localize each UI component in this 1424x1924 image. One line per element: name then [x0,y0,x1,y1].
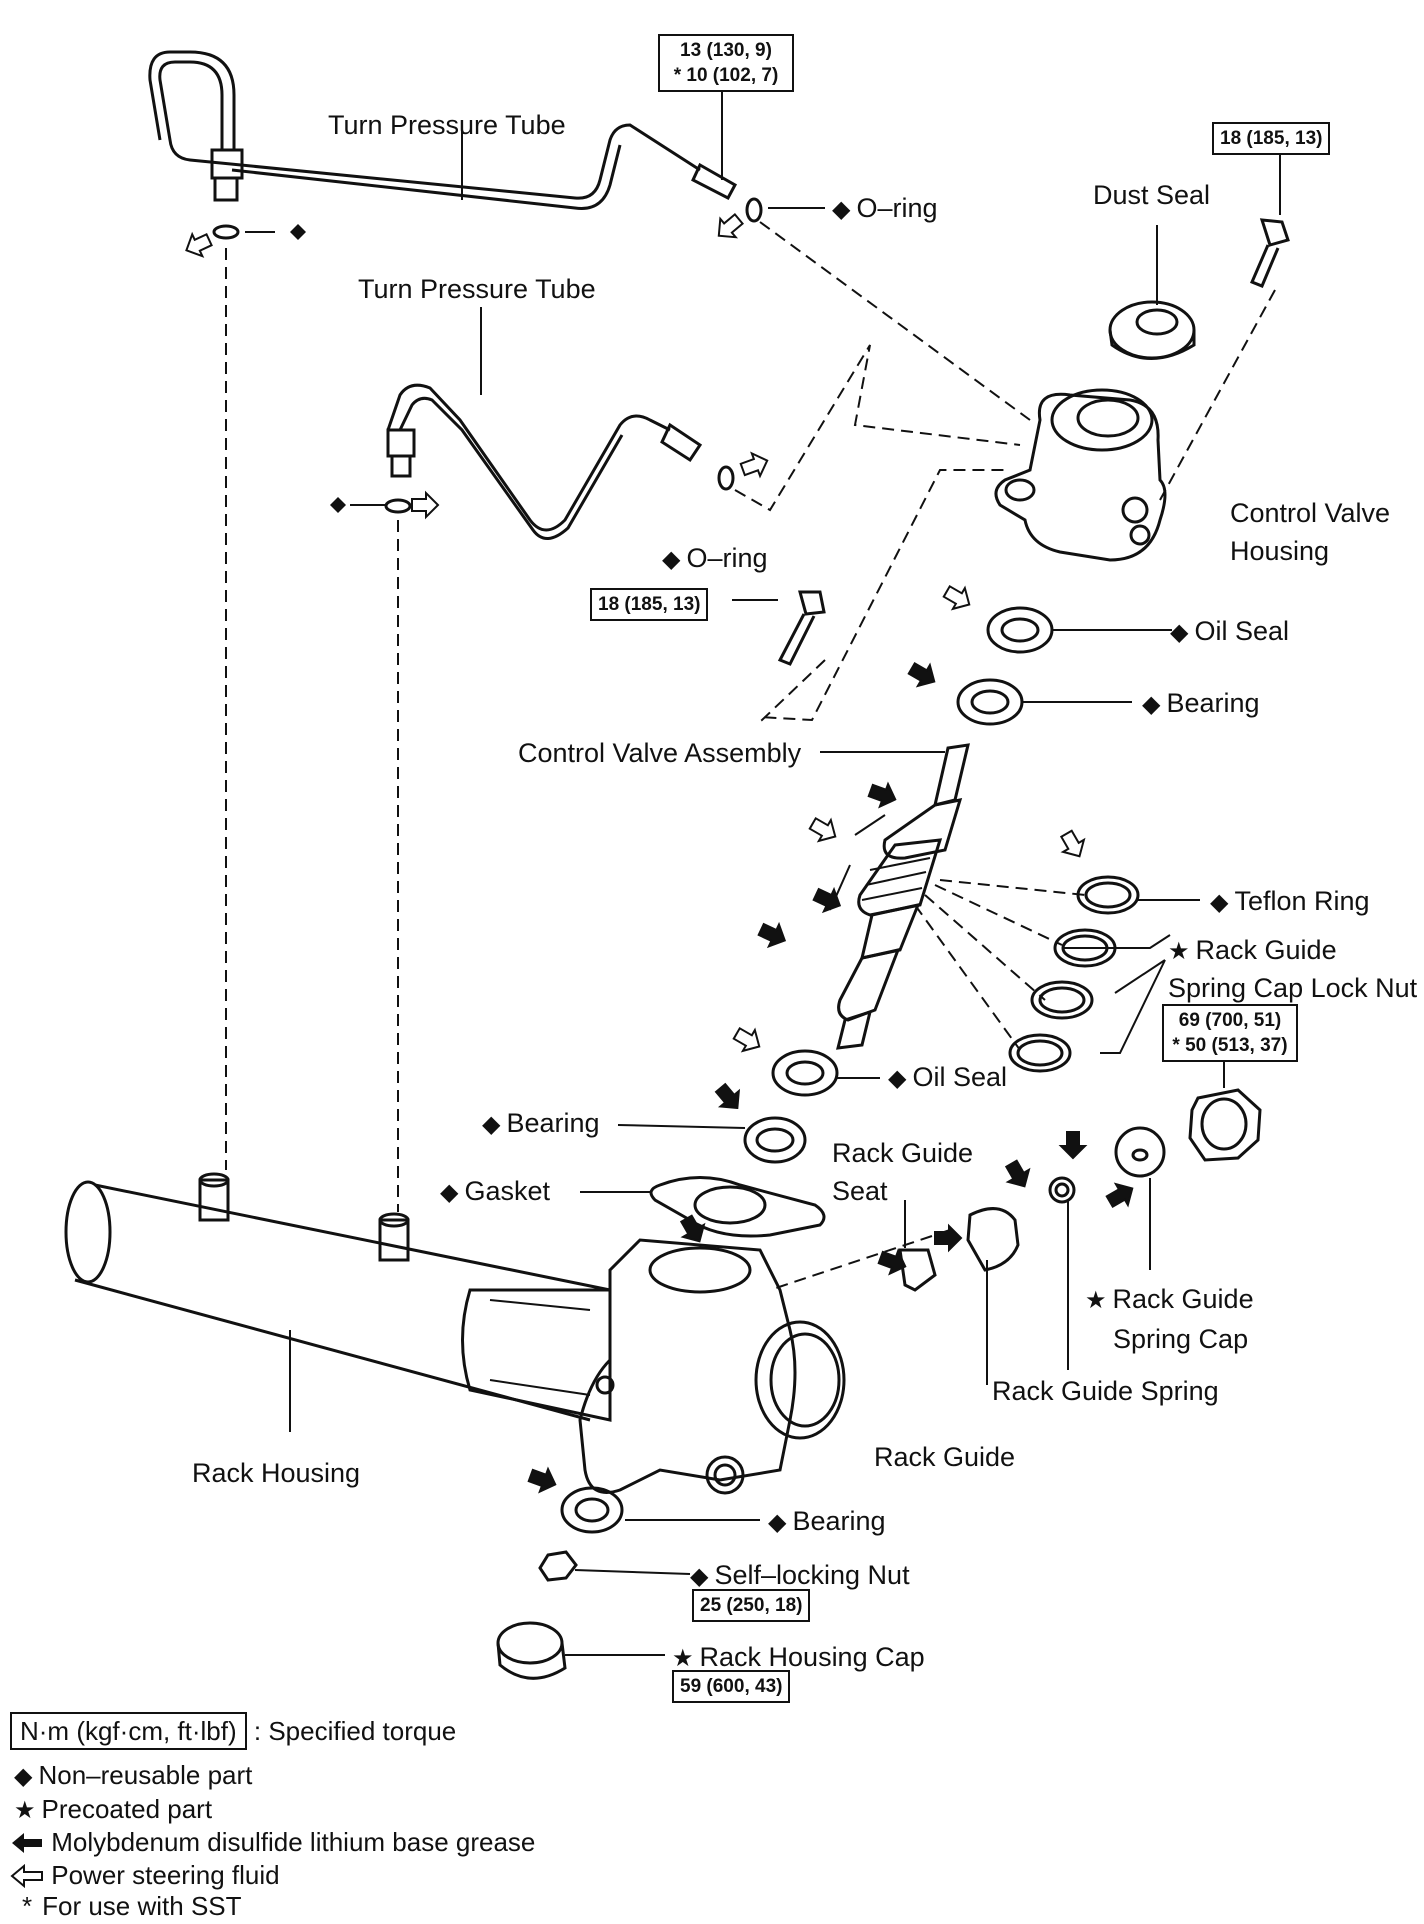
torque-box-middle-bolt: 18 (185, 13) [590,588,709,621]
label-line: Spring Cap [1113,1324,1249,1354]
label-text: Bearing [1166,688,1260,718]
bolt-middle [777,590,826,666]
rack-housing-cap [496,1621,567,1680]
turn-pressure-tube-lower [386,383,703,540]
non-reusable-marker: ◆ [768,1509,787,1536]
label-line: Housing [1230,536,1330,566]
non-reusable-marker: ◆ [1142,691,1161,718]
rack-guide-spring-cap [1114,1126,1166,1178]
label-self-locking-nut: ◆Self–locking Nut [690,1562,910,1589]
label-o-ring-lower: ◆O–ring [662,545,768,572]
label-rack-guide-spring-cap-lock-nut: ★Rack Guide Spring Cap Lock Nut [1168,932,1417,1007]
label-oil-seal-upper: ◆Oil Seal [1170,618,1289,645]
legend-text: Power steering fluid [51,1860,280,1890]
label-turn-pressure-tube-lower: Turn Pressure Tube [358,274,596,304]
label-text: Oil Seal [912,1062,1008,1092]
torque-box-self-locking-nut: 25 (250, 18) [692,1589,811,1622]
torque-value-sst: * 50 (513, 37) [1172,1035,1288,1056]
rack-guide [966,1207,1020,1272]
control-valve-housing [994,388,1167,562]
precoated-marker: ★ [1168,938,1190,965]
legend-precoated: ★Precoated part [14,1796,212,1823]
label-text: Bearing [792,1506,886,1536]
label-text: Rack Guide [1195,935,1337,965]
non-reusable-marker: ◆ [888,1065,907,1092]
label-text: Gasket [464,1176,551,1206]
rack-guide-spring [1048,1176,1076,1204]
legend-text: For use with SST [42,1891,242,1921]
turn-pressure-tube-upper [148,50,738,211]
legend-sst: * For use with SST [22,1893,242,1919]
label-bearing-lower: ◆Bearing [482,1110,600,1137]
rack-guide-seat [898,1248,937,1292]
label-dust-seal: Dust Seal [1093,180,1211,210]
label-o-ring-upper: ◆O–ring [832,195,938,222]
rack-guide-spring-cap-lock-nut [1188,1088,1262,1162]
legend-torque-unit: N·m (kgf·cm, ft·lbf) : Specified torque [10,1712,457,1750]
dust-seal [1108,300,1196,360]
label-line: Control Valve [1230,498,1391,528]
torque-box-upper-bolt: 18 (185, 13) [1212,122,1331,155]
label-rack-housing: Rack Housing [192,1458,361,1488]
torque-value: 69 (700, 51) [1178,1010,1282,1031]
label-text: Rack Guide [1112,1284,1254,1314]
unit-description: : Specified torque [253,1716,457,1746]
filled-arrow-icon [12,1833,42,1853]
legend-moly-grease: Molybdenum disulfide lithium base grease [10,1829,535,1855]
label-turn-pressure-tube-upper: Turn Pressure Tube [328,110,566,140]
label-text: O–ring [686,543,768,573]
legend-text: Precoated part [41,1794,213,1824]
label-oil-seal-lower: ◆Oil Seal [888,1064,1007,1091]
open-arrow-icon [10,1863,43,1889]
label-bearing-bottom: ◆Bearing [768,1508,886,1535]
star-icon: ★ [14,1797,36,1824]
label-text: Teflon Ring [1234,886,1370,916]
control-valve-assembly [836,743,970,1050]
label-text: Bearing [506,1108,600,1138]
label-rack-guide: Rack Guide [874,1442,1016,1472]
label-rack-guide-seat: Rack Guide Seat [832,1134,973,1210]
torque-box-lock-nut: 69 (700, 51) * 50 (513, 37) [1162,1004,1298,1062]
torque-box-tube-fitting: 13 (130, 9) * 10 (102, 7) [658,34,794,92]
legend-text: Non–reusable part [38,1760,253,1790]
label-bearing-upper: ◆Bearing [1142,690,1260,717]
precoated-marker: ★ [1085,1287,1107,1314]
label-rack-guide-spring-cap: ★Rack Guide Spring Cap [1085,1280,1254,1358]
torque-value-sst: * 10 (102, 7) [673,65,779,86]
label-text: Oil Seal [1194,616,1290,646]
label-gasket: ◆Gasket [440,1178,550,1205]
sst-marker: * [22,1891,33,1921]
non-reusable-marker: ◆ [662,546,681,573]
bolt-upper [1250,218,1290,288]
label-teflon-ring: ◆Teflon Ring [1210,888,1370,915]
label-rack-housing-cap: ★Rack Housing Cap [672,1644,925,1671]
non-reusable-marker: ◆ [440,1179,459,1206]
non-reusable-marker: ◆ [690,1563,709,1590]
label-line: Seat [832,1176,888,1206]
unit-box: N·m (kgf·cm, ft·lbf) [10,1712,247,1750]
gasket [649,1176,826,1238]
torque-box-rack-housing-cap: 59 (600, 43) [672,1670,791,1703]
torque-value: 13 (130, 9) [680,40,772,61]
legend-text: Molybdenum disulfide lithium base grease [51,1827,536,1857]
rack-housing [64,1172,846,1495]
label-rack-guide-spring: Rack Guide Spring [992,1376,1219,1406]
label-text: Rack Housing Cap [699,1642,925,1672]
label-line: Rack Guide [832,1138,974,1168]
diamond-icon: ◆ [14,1763,33,1790]
label-text: Self–locking Nut [714,1560,910,1590]
label-control-valve-assembly: Control Valve Assembly [518,738,802,768]
label-control-valve-housing: Control Valve Housing [1230,494,1390,570]
label-text: O–ring [856,193,938,223]
legend-non-reusable: ◆Non–reusable part [14,1762,252,1789]
non-reusable-marker: ◆ [1170,619,1189,646]
legend-ps-fluid: Power steering fluid [10,1860,280,1890]
non-reusable-marker: ◆ [1210,889,1229,916]
non-reusable-marker: ◆ [482,1111,501,1138]
precoated-marker: ★ [672,1645,694,1672]
non-reusable-marker: ◆ [832,196,851,223]
label-line: Spring Cap Lock Nut [1168,973,1418,1003]
